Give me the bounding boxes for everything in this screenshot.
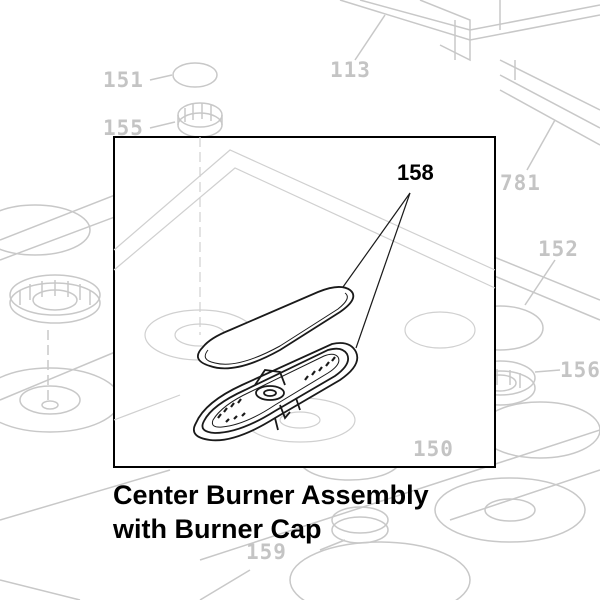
- callout-label-158: 158: [397, 160, 434, 185]
- callout-leaders: [342, 192, 411, 349]
- part-label-781: 781: [500, 171, 541, 195]
- part-label-150: 150: [413, 437, 454, 461]
- part-label-113: 113: [330, 58, 371, 82]
- burner-cap-158: [196, 286, 355, 370]
- part-label-156: 156: [560, 358, 600, 382]
- burner-base-158: [192, 342, 359, 442]
- part-label-152: 152: [538, 237, 579, 261]
- part-label-151: 151: [103, 68, 144, 92]
- part-label-155: 155: [103, 116, 144, 140]
- caption-line-1: Center Burner Assembly: [113, 480, 429, 510]
- caption-line-2: with Burner Cap: [113, 514, 322, 544]
- caption: Center Burner Assembly with Burner Cap: [113, 478, 583, 546]
- part-label-159: 159: [246, 540, 287, 564]
- burner-ports: [217, 356, 336, 423]
